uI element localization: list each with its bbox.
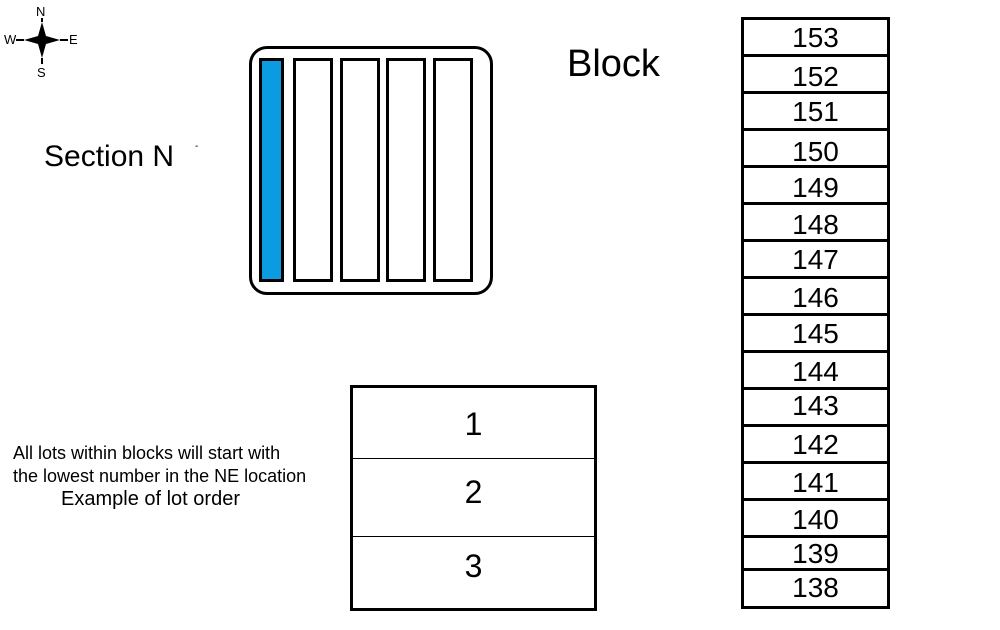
compass-north-label: N [36,4,46,19]
section-mark: - [195,141,199,152]
lot-number: 3 [464,548,483,584]
block-column: 153 152 151 150 149 148 147 146 145 144 … [741,17,890,609]
lot-order-note: All lots within blocks will start with t… [13,442,306,511]
block-row: 142 [744,427,887,464]
note-line-3: Example of lot order [61,488,240,510]
lot-divider [353,458,594,459]
block-row: 143 [744,390,887,427]
block-row: 139 [744,538,887,571]
note-line-1: All lots within blocks will start with [13,443,281,463]
block-row: 152 [744,57,887,94]
block-row: 140 [744,501,887,538]
block-number: 153 [792,22,839,53]
block-row: 147 [744,242,887,279]
lot-order-example: 1 2 3 [350,385,597,611]
block-row: 149 [744,168,887,205]
block-number: 146 [792,282,839,313]
section-strip [340,58,380,282]
block-row: 146 [744,279,887,316]
block-row: 150 [744,131,887,168]
compass-east-label: E [69,32,78,47]
compass-south-label: S [37,65,46,80]
note-line-2: the lowest number in the NE location [13,466,307,486]
block-number: 145 [792,318,839,349]
block-number: 138 [792,572,839,603]
block-number: 140 [792,504,839,535]
section-strip [293,58,333,282]
block-row: 144 [744,353,887,390]
section-strip-highlighted [259,58,284,282]
block-number: 143 [792,390,839,421]
block-row: 151 [744,94,887,131]
block-number: 142 [792,429,839,460]
block-number: 144 [792,356,839,387]
block-number: 141 [792,467,839,498]
lot-divider [353,536,594,537]
compass-star-icon [16,18,68,64]
block-number: 152 [792,61,839,92]
block-row: 145 [744,316,887,353]
block-row: 141 [744,464,887,501]
block-number: 148 [792,209,839,240]
section-strip [433,58,473,282]
section-diagram [249,46,493,295]
section-strip [386,58,426,282]
block-number: 151 [792,96,839,127]
block-number: 147 [792,244,839,275]
compass-west-label: W [4,32,17,47]
lot-number: 2 [464,474,483,510]
block-number: 149 [792,172,839,203]
lot-number: 1 [464,406,483,442]
block-number: 150 [792,136,839,167]
block-row: 148 [744,205,887,242]
section-label: Section N [44,140,175,173]
block-label: Block [567,43,660,85]
block-number: 139 [792,538,839,569]
compass-rose: N S W E [0,0,90,85]
block-row: 138 [744,571,887,606]
block-row: 153 [744,20,887,57]
